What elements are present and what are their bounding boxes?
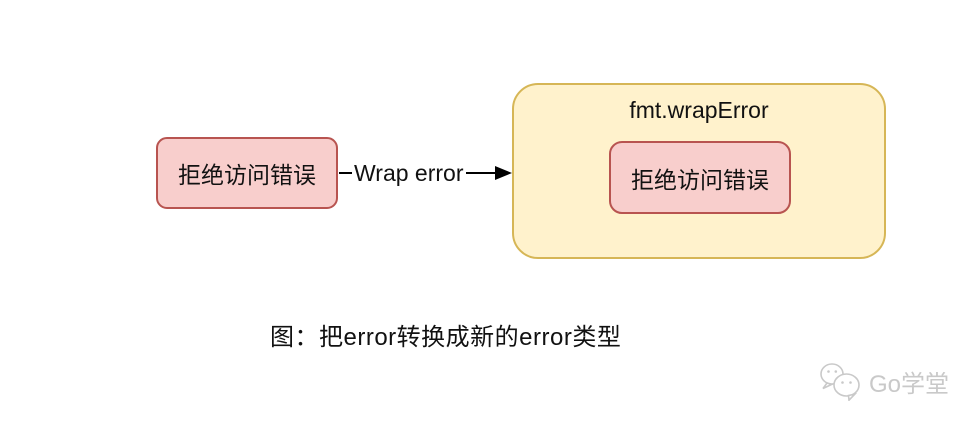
wrap-arrow-label: Wrap error (352, 160, 466, 186)
source-error-label: 拒绝访问错误 (178, 162, 316, 188)
figure-caption: 图：把error转换成新的error类型 (270, 324, 622, 351)
watermark-brand: Go学堂 (869, 370, 950, 398)
wrapper-box: fmt.wrapError 拒绝访问错误 (512, 83, 886, 259)
wrapped-error-box: 拒绝访问错误 (609, 141, 791, 214)
watermark: Go学堂 (818, 361, 949, 401)
source-error-box: 拒绝访问错误 (156, 137, 338, 209)
wechat-icon (820, 363, 860, 401)
wrapper-title: fmt.wrapError (629, 97, 769, 123)
wrapped-error-label: 拒绝访问错误 (631, 166, 769, 193)
wrap-arrow-head-icon (495, 166, 512, 180)
